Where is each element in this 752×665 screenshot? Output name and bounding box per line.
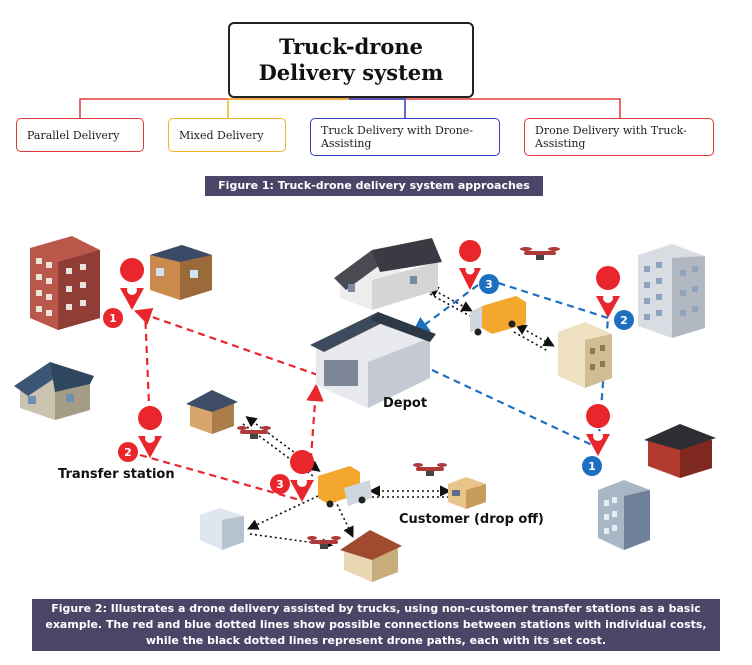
system-title-line1: Truck-drone: [278, 34, 424, 59]
category-drone-delivery-truck-assisting: Drone Delivery with Truck-Assisting: [524, 118, 714, 156]
blue-station-badge-2: 2: [614, 310, 634, 330]
drone-icon: [520, 247, 560, 260]
badge-number: 1: [588, 460, 596, 473]
location-pin-icon: [459, 240, 482, 290]
glass-building-icon: [598, 480, 650, 550]
white-building-icon: [200, 508, 244, 550]
caption-line: while the black dotted lines represent d…: [145, 634, 607, 647]
category-mixed-delivery: Mixed Delivery: [168, 118, 286, 152]
location-pin-icon: [138, 406, 163, 458]
dark-house-icon: [644, 424, 716, 478]
customer-label: Customer (drop off): [399, 512, 544, 527]
badge-number: 3: [485, 278, 493, 291]
network-illustration: 1 2 3 1 2 3: [14, 236, 716, 582]
depot-building-icon: [310, 312, 436, 408]
transfer-station-label: Transfer station: [58, 467, 175, 482]
figure1-caption: Figure 1: Truck-drone delivery system ap…: [205, 176, 543, 196]
system-title-line2: Delivery system: [258, 60, 444, 85]
location-pin-icon: [290, 450, 315, 502]
blue-station-badge-3: 3: [479, 274, 499, 294]
caption-line: Figure 2: Illustrates a drone delivery a…: [51, 602, 701, 615]
badge-number: 1: [109, 312, 117, 325]
house-top-icon: [334, 238, 442, 310]
caption-line: example. The red and blue dotted lines s…: [45, 618, 707, 631]
house-left-icon: [14, 362, 94, 420]
drone-paths: [242, 286, 555, 550]
depot-label: Depot: [383, 396, 428, 411]
residential-block-icon: [558, 322, 612, 388]
location-pin-icon: [596, 266, 621, 318]
red-station-badge-2: 2: [118, 442, 138, 462]
truck-center-icon: [318, 466, 372, 508]
category-label: Drone Delivery with Truck-Assisting: [535, 124, 687, 150]
category-label: Parallel Delivery: [27, 128, 120, 142]
category-label: Mixed Delivery: [179, 128, 264, 142]
hierarchy-connectors: [79, 94, 621, 118]
apartment-building-icon: [30, 236, 100, 330]
category-parallel-delivery: Parallel Delivery: [16, 118, 144, 152]
badge-number: 3: [276, 478, 284, 491]
system-title: Truck-drone Delivery system: [228, 22, 474, 98]
truck-top-icon: [470, 296, 526, 336]
bottom-house-icon: [340, 530, 402, 582]
location-pin-icon: [120, 258, 145, 310]
customer-shop-icon: [448, 477, 486, 509]
figure2-caption: Figure 2: Illustrates a drone delivery a…: [32, 599, 720, 651]
red-station-badge-1: 1: [103, 308, 123, 328]
badge-number: 2: [620, 314, 628, 327]
drone-icon: [237, 426, 271, 439]
red-station-badge-3: 3: [270, 474, 290, 494]
location-pin-icon: [586, 404, 611, 456]
badge-number: 2: [124, 446, 132, 459]
category-label: Truck Delivery with Drone-Assisting: [321, 124, 474, 150]
drone-icon: [413, 463, 447, 476]
small-house-icon: [186, 390, 238, 434]
blue-station-badge-1: 1: [582, 456, 602, 476]
category-truck-delivery-drone-assisting: Truck Delivery with Drone-Assisting: [310, 118, 500, 156]
office-tower-icon: [638, 244, 705, 338]
shop-building-icon: [150, 245, 212, 300]
drone-icon: [307, 536, 341, 549]
